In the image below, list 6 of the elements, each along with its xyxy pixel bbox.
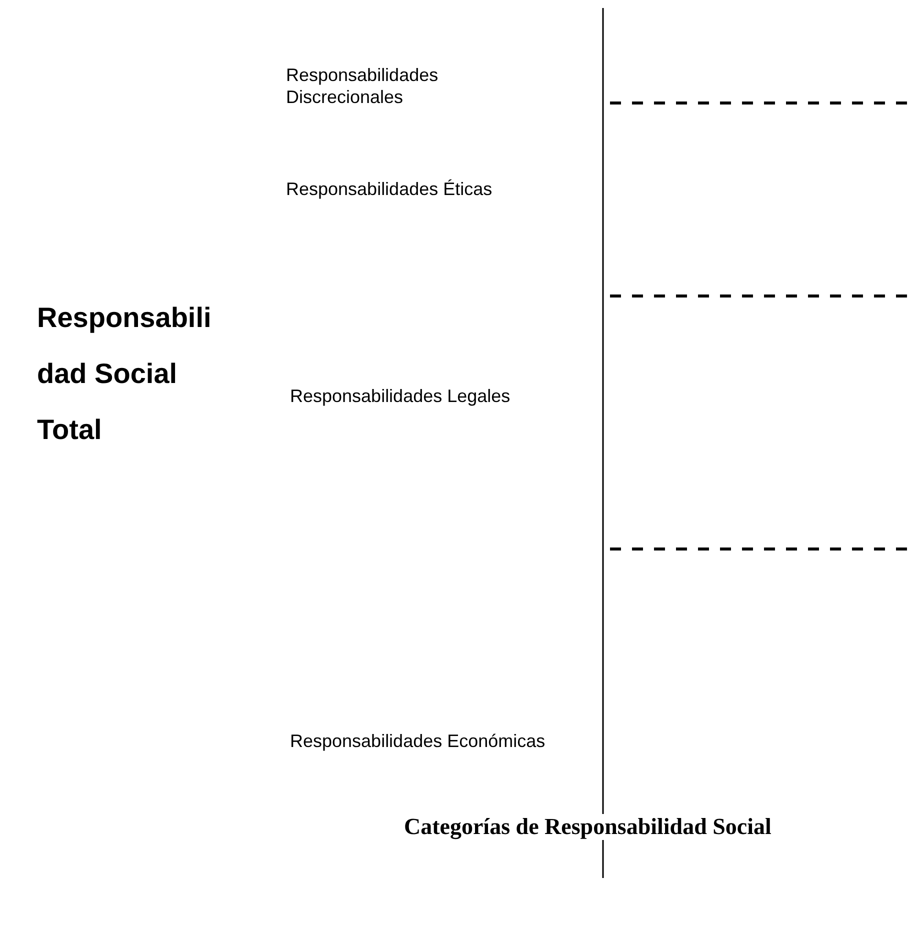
category-label: Responsabilidades Discrecionales (286, 64, 440, 108)
figure-caption: Categorías de Responsabilidad Social (404, 814, 772, 840)
category-label: Responsabilidades Económicas (290, 730, 546, 752)
category-label: Responsabilidades Legales (290, 385, 512, 407)
heading-label: Responsabilidad Social Total (37, 301, 212, 447)
category-label: Responsabilidades Éticas (286, 178, 494, 200)
